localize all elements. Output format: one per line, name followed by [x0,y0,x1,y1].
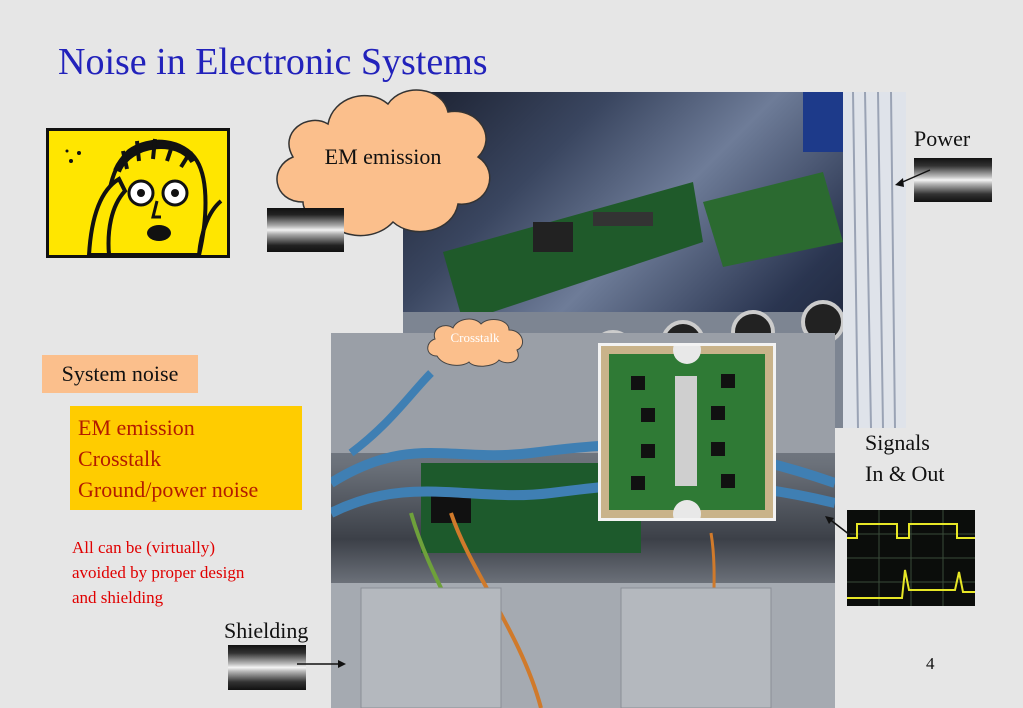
note-line: and shielding [72,588,164,607]
power-label: Power [914,126,971,151]
noise-swatch-shielding [228,645,306,690]
slide-title: Noise in Electronic Systems [58,41,488,83]
shielding-label: Shielding [224,618,309,643]
mitigation-note: All can be (virtually) avoided by proper… [72,535,312,610]
noise-sources-list: EM emission Crosstalk Ground/power noise [70,406,302,510]
page-number: 4 [926,654,935,673]
crosstalk-cloud: Crosstalk [423,316,527,368]
circuit-board-inset [598,343,776,521]
crosstalk-cloud-label: Crosstalk [450,330,500,345]
list-item: Ground/power noise [78,477,259,502]
em-emission-cloud-label: EM emission [324,144,442,169]
list-item: EM emission [78,415,195,440]
em-emission-cloud: EM emission [263,82,503,242]
oscilloscope-trace [847,510,975,606]
note-line: avoided by proper design [72,563,245,582]
signals-label: Signals [865,430,930,455]
system-noise-heading: System noise [42,355,198,393]
note-line: All can be (virtually) [72,538,216,557]
noise-swatch-power [914,158,992,202]
noise-swatch-em [267,208,344,252]
in-out-label: In & Out [865,461,945,486]
stressed-face-cartoon [46,128,230,258]
list-item: Crosstalk [78,446,162,471]
